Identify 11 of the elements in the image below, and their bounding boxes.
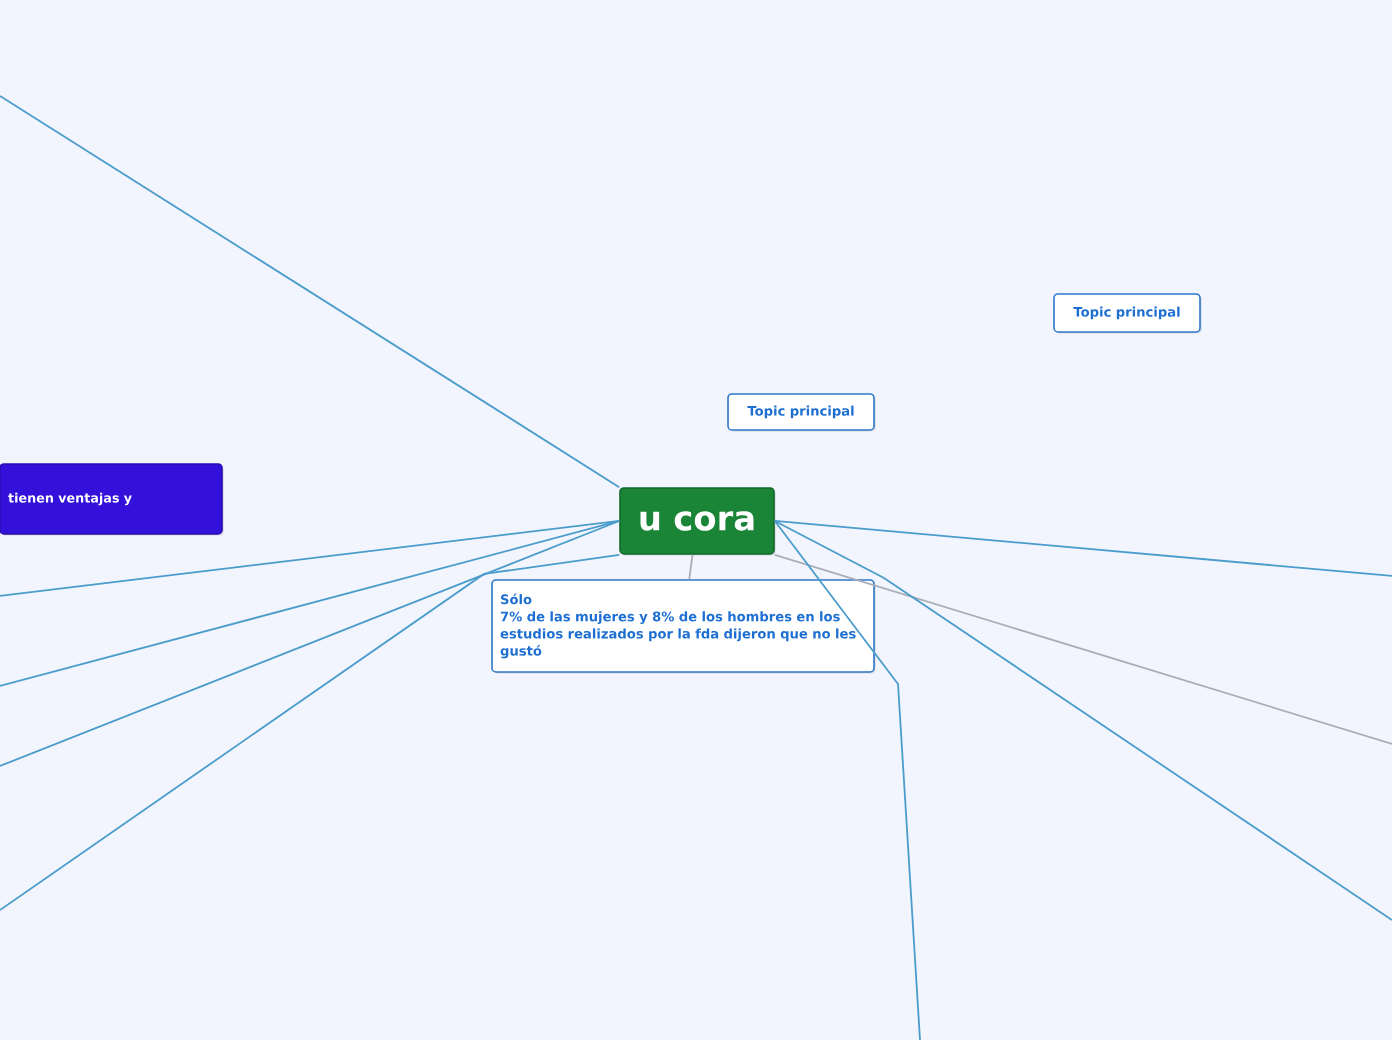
connector-line <box>0 520 621 597</box>
connector-line <box>773 520 921 1040</box>
connector-line <box>0 95 621 489</box>
connector-line <box>0 553 621 911</box>
connector-line <box>0 520 621 687</box>
connector-line <box>773 520 1392 577</box>
topic-box: u cora <box>619 487 776 556</box>
connector-line <box>773 553 1392 745</box>
connector-line <box>688 553 694 581</box>
connector-line <box>773 520 1392 921</box>
connector-line <box>0 520 621 767</box>
